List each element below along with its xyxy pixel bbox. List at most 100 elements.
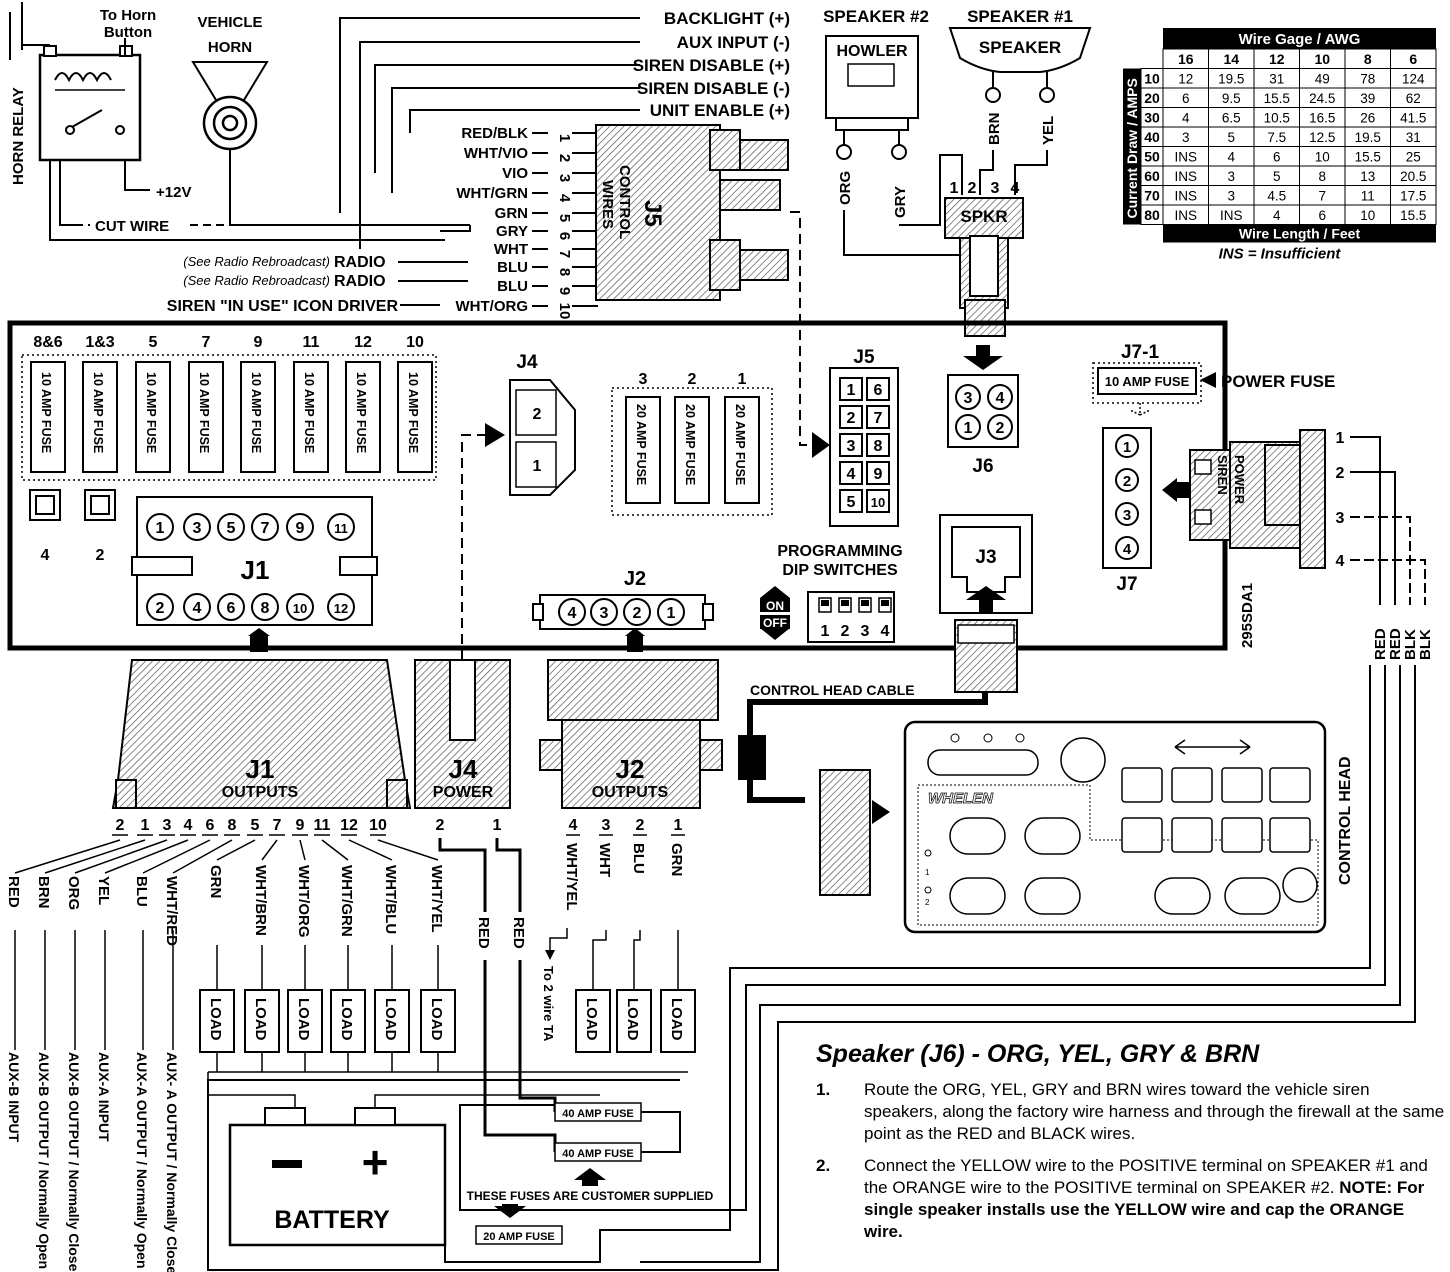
dip-number: 4 bbox=[881, 623, 890, 640]
dip-title-2: DIP SWITCHES bbox=[782, 562, 898, 579]
table-value: 9.5 bbox=[1222, 91, 1241, 106]
j1-output-pin: 7 bbox=[273, 817, 282, 834]
j5-wire-color: WHT/VIO bbox=[464, 145, 528, 162]
control-head-button bbox=[1171, 767, 1213, 803]
battery-plus: + bbox=[362, 1136, 389, 1188]
wire bbox=[641, 1111, 681, 1153]
j7-wire-color: RED bbox=[1372, 628, 1389, 660]
j1-output-pin: 1 bbox=[141, 817, 150, 834]
wire bbox=[1350, 516, 1411, 605]
j5-pin-number: 3 bbox=[847, 438, 856, 455]
j5-wire-color: BLU bbox=[497, 278, 528, 295]
table-value: 10.5 bbox=[1264, 111, 1290, 126]
j6-pin bbox=[987, 414, 1013, 440]
j7-pin-number: 2 bbox=[1123, 473, 1131, 490]
control-head-button bbox=[1121, 767, 1163, 803]
note-text: Route the ORG, YEL, GRY and BRN wires to… bbox=[864, 1079, 1446, 1145]
table-value: 49 bbox=[1315, 72, 1330, 87]
load-box bbox=[374, 989, 410, 1053]
j5-wire-color: BLU bbox=[497, 259, 528, 276]
wire bbox=[1350, 436, 1381, 605]
j7-1-label: J7-1 bbox=[1121, 342, 1159, 363]
aux-wire-color: BRN bbox=[35, 876, 52, 909]
aux-wire-color: RED bbox=[5, 876, 22, 908]
j1-pin-number: 12 bbox=[334, 601, 348, 616]
table-value: INS bbox=[1174, 189, 1197, 204]
to-ta-label: To 2 wire TA bbox=[541, 966, 556, 1042]
j5-wire-pin: 4 bbox=[556, 194, 573, 203]
fuse-label: 10 AMP FUSE bbox=[249, 372, 263, 453]
table-value: 26 bbox=[1360, 111, 1375, 126]
table-amps: 70 bbox=[1144, 188, 1160, 204]
load-box bbox=[244, 989, 280, 1053]
j7-wire-pin: 1 bbox=[1336, 430, 1345, 447]
table-value: 7 bbox=[1318, 189, 1326, 204]
j1-pin bbox=[146, 593, 174, 621]
wire-brn: BRN bbox=[986, 113, 1003, 146]
aux-description: AUX-B OUTPUT / Normally Open bbox=[36, 1052, 52, 1269]
j2-fuse-group-label: 3 bbox=[639, 371, 648, 388]
wire bbox=[438, 838, 487, 912]
j5-pin-number: 1 bbox=[847, 382, 856, 399]
wire-yel: YEL bbox=[1040, 116, 1057, 145]
wire bbox=[440, 225, 471, 232]
control-head: WHELEN CONTROL HEAD 1 2 bbox=[903, 720, 1354, 934]
j7-wire-color: RED bbox=[1387, 628, 1404, 660]
j1-pin bbox=[286, 593, 314, 621]
load-label: LOAD bbox=[295, 998, 312, 1041]
fuse-20-amp bbox=[674, 396, 710, 504]
wire bbox=[348, 839, 393, 861]
fuse-label: 10 AMP FUSE bbox=[406, 372, 420, 453]
fuse-label: 10 AMP FUSE bbox=[354, 372, 368, 453]
dip-on: ON bbox=[766, 599, 784, 613]
relay-label-2: 2 bbox=[96, 547, 105, 564]
customer-supplied: THESE FUSES ARE CUSTOMER SUPPLIED bbox=[467, 1189, 714, 1203]
wire bbox=[495, 838, 522, 912]
j5-wire-pin: 10 bbox=[556, 303, 573, 320]
table-value: 5 bbox=[1227, 130, 1235, 145]
fuse-10-amp bbox=[30, 361, 66, 473]
j5-wire-pin: 3 bbox=[556, 174, 573, 182]
table-value: 19.5 bbox=[1218, 72, 1244, 87]
vehicle-horn-line1: VEHICLE bbox=[197, 14, 262, 31]
j5-pin bbox=[839, 405, 863, 429]
fuse40-b: 40 AMP FUSE bbox=[562, 1148, 634, 1160]
j5-wire-color: GRY bbox=[496, 223, 528, 240]
model-label: 295SDA1 bbox=[1239, 583, 1256, 648]
table-value: 124 bbox=[1402, 72, 1425, 87]
j1-pin-number: 5 bbox=[227, 520, 236, 537]
j2-plug-sub: OUTPUTS bbox=[592, 784, 669, 801]
fuse-label: 20 AMP FUSE bbox=[733, 404, 747, 485]
j2-fuse-group-label: 2 bbox=[688, 371, 697, 388]
j6-pin bbox=[955, 414, 981, 440]
j1-pin bbox=[217, 513, 245, 541]
wire bbox=[261, 839, 278, 861]
j7-pin bbox=[1115, 468, 1139, 492]
fuse-label: 20 AMP FUSE bbox=[634, 404, 648, 485]
j2-output-pin: 3 bbox=[602, 817, 611, 834]
j7-wire-pin: 3 bbox=[1336, 510, 1345, 527]
j1-plug-sub: OUTPUTS bbox=[222, 784, 299, 801]
dip-number: 2 bbox=[841, 623, 850, 640]
control-head-button bbox=[1121, 817, 1163, 853]
table-value: INS bbox=[1174, 150, 1197, 165]
table-gauge: 14 bbox=[1223, 51, 1239, 67]
j5-pin bbox=[866, 433, 890, 457]
table-value: 31 bbox=[1406, 130, 1421, 145]
fuse-10-amp bbox=[240, 361, 276, 473]
dip-off: OFF bbox=[763, 616, 787, 630]
j2-label: J2 bbox=[624, 568, 646, 590]
control-head-led bbox=[924, 849, 932, 857]
fuse-10-amp bbox=[345, 361, 381, 473]
brand-logo: WHELEN bbox=[928, 790, 994, 807]
fuse20: 20 AMP FUSE bbox=[483, 1231, 555, 1243]
wire bbox=[44, 839, 146, 874]
battery-label: BATTERY bbox=[274, 1206, 390, 1234]
j5-plug-label-1: CONTROL bbox=[616, 165, 633, 239]
j5-pin bbox=[866, 489, 890, 513]
j6-pin-number: 4 bbox=[996, 390, 1005, 407]
fuse-label: 10 AMP FUSE bbox=[302, 372, 316, 453]
power-fuse-label: POWER FUSE bbox=[1221, 372, 1335, 391]
